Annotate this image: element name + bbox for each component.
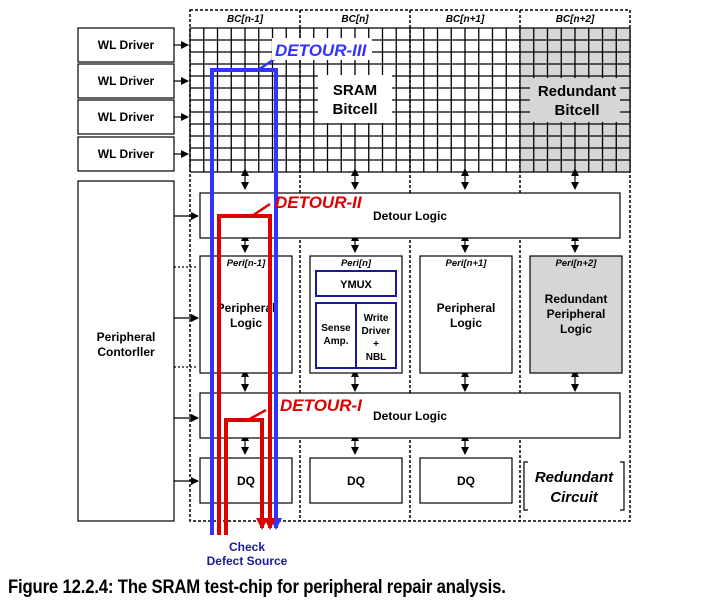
sram-bitcell-label-line2: Bitcell [332, 101, 377, 118]
svg-text:Driver: Driver [362, 326, 391, 337]
svg-text:DQ: DQ [457, 474, 475, 488]
svg-text:Peripheral: Peripheral [217, 301, 276, 315]
write-driver-box [355, 302, 397, 369]
svg-text:Contorller: Contorller [97, 345, 155, 359]
svg-text:Redundant: Redundant [545, 292, 608, 306]
wl-driver-3: WL Driver [77, 136, 175, 172]
ymux-box [315, 270, 397, 297]
svg-text:Peripheral: Peripheral [437, 301, 496, 315]
redundant-bitcell-label-line1: Redundant [538, 83, 616, 100]
svg-text:+: + [373, 339, 379, 350]
column-label-0: BC[n-1] [227, 14, 264, 25]
svg-text:Redundant: Redundant [535, 469, 614, 486]
wl-driver-arrows [174, 41, 189, 158]
figure-caption: Figure 12.2.4: The SRAM test-chip for pe… [8, 577, 506, 598]
svg-text:Logic: Logic [230, 316, 262, 330]
svg-text:Amp.: Amp. [324, 336, 349, 347]
controller-dotted-ticks [174, 266, 198, 368]
dq-block-1: DQ [309, 457, 403, 504]
bus-arrows [241, 168, 579, 455]
wl-driver-1: WL Driver [77, 63, 175, 99]
svg-text:DQ: DQ [237, 474, 255, 488]
svg-text:NBL: NBL [366, 352, 387, 363]
detour-i-path [224, 408, 268, 535]
redundant-bitcell-label-bg [530, 78, 620, 122]
svg-text:Write: Write [364, 313, 389, 324]
wl-driver-0: WL Driver [77, 27, 175, 63]
ymux-label: YMUX [340, 279, 372, 291]
detour-ii-path [217, 202, 276, 535]
svg-text:WL Driver: WL Driver [98, 147, 155, 161]
svg-text:Detour Logic: Detour Logic [373, 409, 447, 423]
sram-bitcell-label-line1: SRAM [333, 82, 377, 99]
wl-driver-2: WL Driver [77, 99, 175, 135]
redundant-circuit-label: Redundant Circuit [523, 461, 625, 511]
controller-arrows [174, 212, 199, 485]
peri-block-n+1: Peri[n+1] Peripheral Logic [419, 255, 513, 374]
column-label-3: BC[n+2] [556, 14, 595, 25]
sram-test-chip-diagram: BC[n-1] BC[n] BC[n+1] BC[n+2] SRAM Bitce… [77, 9, 631, 568]
svg-text:DQ: DQ [347, 474, 365, 488]
svg-text:Peripheral: Peripheral [97, 330, 156, 344]
detour-i-label: DETOUR-I [280, 396, 363, 415]
svg-text:Peri[n]: Peri[n] [341, 258, 372, 269]
column-label-2: BC[n+1] [446, 14, 485, 25]
svg-text:Logic: Logic [450, 316, 482, 330]
check-label-line2: Defect Source [207, 554, 288, 568]
peri-block-n: Peri[n] YMUX Sense Amp. Write Driver + N… [309, 255, 403, 374]
svg-text:Peripheral: Peripheral [547, 307, 606, 321]
svg-text:Logic: Logic [560, 322, 592, 336]
svg-text:WL Driver: WL Driver [98, 74, 155, 88]
column-label-1: BC[n] [341, 14, 369, 25]
svg-text:Peri[n-1]: Peri[n-1] [227, 258, 266, 269]
svg-text:WL Driver: WL Driver [98, 38, 155, 52]
peri-block-n+2-redundant: Peri[n+2] Redundant Peripheral Logic [529, 255, 623, 374]
svg-text:Peri[n+2]: Peri[n+2] [556, 258, 598, 269]
svg-text:WL Driver: WL Driver [98, 110, 155, 124]
dq-block-2: DQ [419, 457, 513, 504]
svg-text:Circuit: Circuit [550, 489, 599, 506]
svg-text:Sense: Sense [321, 323, 351, 334]
check-label-line1: Check [229, 540, 265, 554]
detour-ii-label: DETOUR-II [275, 193, 363, 212]
peripheral-controller: Peripheral Contorller [77, 180, 175, 522]
svg-text:Detour Logic: Detour Logic [373, 209, 447, 223]
redundant-bitcell-label-line2: Bitcell [554, 102, 599, 119]
detour-iii-label: DETOUR-III [275, 41, 368, 60]
detour-iii-label-bg [272, 38, 372, 60]
sram-bitcell-label-bg [318, 75, 392, 123]
sense-amp-box [315, 302, 357, 369]
svg-text:Peri[n+1]: Peri[n+1] [446, 258, 488, 269]
